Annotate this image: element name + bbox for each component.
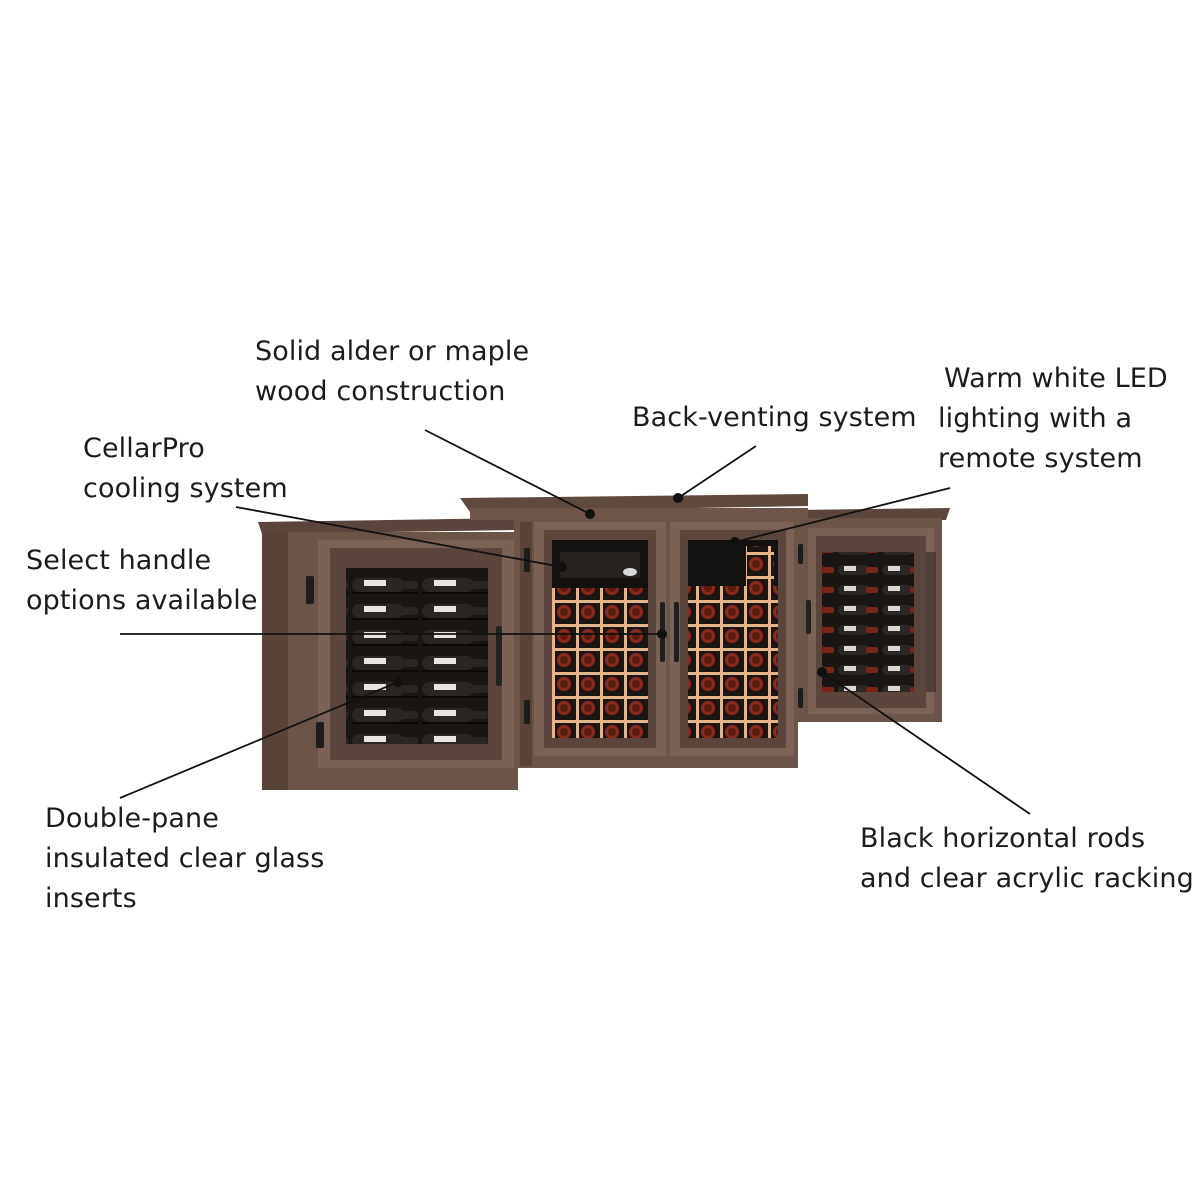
callout-line: Select handle bbox=[26, 545, 212, 576]
leader-glass bbox=[119, 681, 399, 799]
leader-endpoints bbox=[393, 493, 827, 687]
callout-line: options available bbox=[26, 585, 258, 616]
callout-racking: Black horizontal rods and clear acrylic … bbox=[860, 819, 1194, 899]
leader-racking bbox=[821, 671, 1031, 815]
callout-line: inserts bbox=[45, 883, 137, 914]
callout-line: cooling system bbox=[83, 473, 288, 504]
callout-cellarpro: CellarPro cooling system bbox=[83, 429, 288, 509]
callout-handle-options: Select handle options available bbox=[26, 541, 258, 621]
callout-line: CellarPro bbox=[83, 433, 205, 464]
leader-led bbox=[734, 487, 951, 543]
leader-lines bbox=[119, 429, 1031, 815]
dot-glass bbox=[393, 677, 403, 687]
callout-line: wood construction bbox=[255, 376, 506, 407]
callout-back-venting: Back-venting system bbox=[632, 398, 917, 438]
dot-led bbox=[730, 537, 740, 547]
callout-line: Back-venting system bbox=[632, 402, 917, 433]
callout-glass-inserts: Double-pane insulated clear glass insert… bbox=[45, 799, 324, 919]
left-cabinet bbox=[258, 518, 518, 790]
right-cabinet bbox=[796, 508, 950, 722]
leader-vent bbox=[677, 445, 757, 499]
leader-alder bbox=[424, 429, 591, 515]
callout-wood-construction: Solid alder or maple wood construction bbox=[255, 332, 529, 412]
callout-line: and clear acrylic racking bbox=[860, 863, 1194, 894]
callout-line: Double-pane bbox=[45, 803, 219, 834]
dot-cellarpro bbox=[557, 562, 567, 572]
leader-cellarpro bbox=[235, 506, 563, 568]
callout-led-lighting: Warm white LED lighting with a remote sy… bbox=[938, 359, 1168, 479]
callout-line: remote system bbox=[938, 443, 1143, 474]
callout-line: lighting with a bbox=[938, 403, 1133, 434]
callout-line: insulated clear glass bbox=[45, 843, 325, 874]
dot-handle bbox=[657, 629, 667, 639]
dot-alder bbox=[585, 509, 595, 519]
dot-vent bbox=[673, 493, 683, 503]
callout-line: Black horizontal rods bbox=[860, 823, 1146, 854]
dot-racking bbox=[817, 667, 827, 677]
callout-line: Warm white LED bbox=[944, 363, 1168, 394]
callout-line: Solid alder or maple bbox=[255, 336, 530, 367]
center-cabinet bbox=[460, 494, 808, 768]
